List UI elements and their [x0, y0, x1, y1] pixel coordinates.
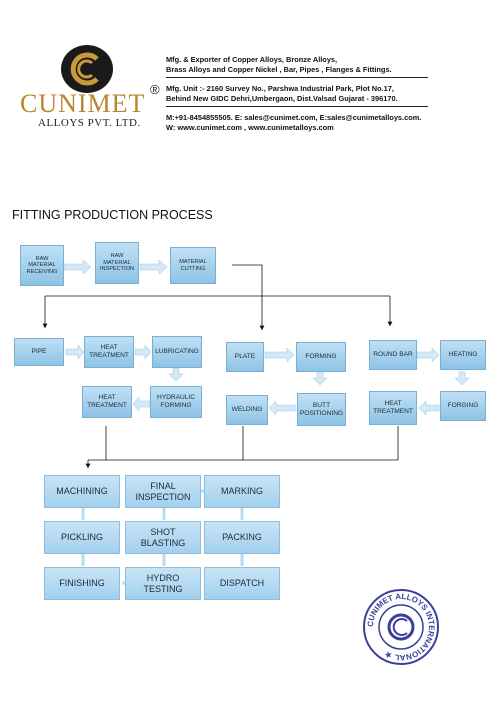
company-name: CUNIMET — [20, 89, 146, 118]
step-packing: PACKING — [204, 521, 280, 554]
step-finishing: FINISHING — [44, 567, 120, 600]
step-lubricating: LUBRICATING — [152, 336, 202, 368]
step-pickling: PICKLING — [44, 521, 120, 554]
header-line-4: Behind New GIDC Dehri,Umbergaon, Dist.Va… — [166, 94, 398, 103]
header-line-3: Mfg. Unit :- 2160 Survey No., Parshwa In… — [166, 84, 394, 93]
header-line-5: M:+91-8454855505. E: sales@cunimet.com, … — [166, 113, 422, 122]
svg-text:CUNIMET ALLOYS INTERNATIONAL ★: CUNIMET ALLOYS INTERNATIONAL ★ — [366, 592, 436, 662]
step-machining: MACHINING — [44, 475, 120, 508]
header-line-1: Mfg. & Exporter of Copper Alloys, Bronze… — [166, 55, 338, 64]
registered-mark: ® — [150, 82, 160, 97]
step-forging: FORGING — [440, 391, 486, 421]
header-line-6: W: www.cunimet.com , www.cunimetalloys.c… — [166, 123, 334, 132]
step-pipe: PIPE — [14, 338, 64, 366]
header-divider-2 — [166, 106, 428, 107]
step-marking: MARKING — [204, 475, 280, 508]
company-subtitle: ALLOYS PVT. LTD. — [38, 117, 141, 129]
step-plate: PLATE — [226, 342, 264, 372]
step-round-bar: ROUND BAR — [369, 340, 417, 370]
header-divider-1 — [166, 77, 428, 78]
header-line-2: Brass Alloys and Copper Nickel , Bar, Pi… — [166, 65, 392, 74]
step-welding: WELDING — [226, 395, 268, 425]
logo-mark — [61, 45, 113, 93]
step-heating: HEATING — [440, 340, 486, 370]
company-seal: CUNIMET ALLOYS INTERNATIONAL ★ — [362, 588, 440, 666]
step-forming: FORMING — [296, 342, 346, 372]
step-dispatch: DISPATCH — [204, 567, 280, 600]
page-title: FITTING PRODUCTION PROCESS — [12, 208, 213, 222]
